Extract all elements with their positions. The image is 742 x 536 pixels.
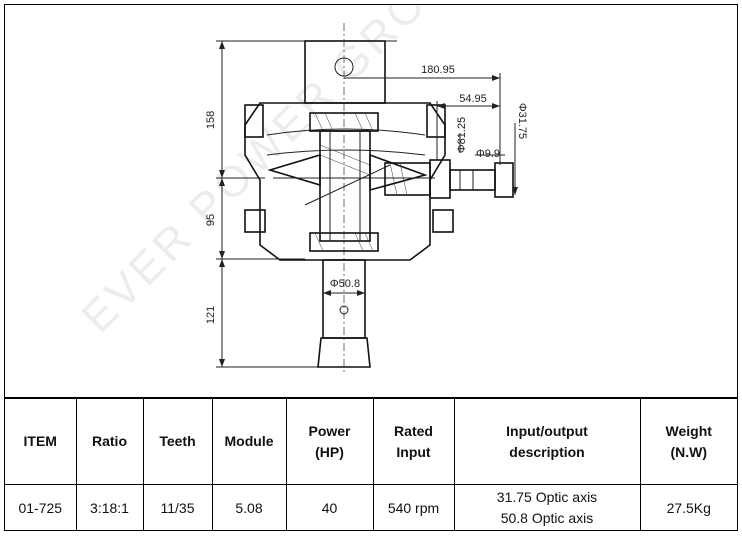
- cell-item: 01-725: [5, 484, 77, 531]
- cell-ratio: 3:18:1: [75, 484, 144, 531]
- header-item: ITEM: [5, 398, 77, 485]
- table-row: 01-725 3:18:1 11/35 5.08 40 540 rpm 31.7…: [5, 484, 737, 531]
- gearbox-drawing: EVER POWER GROUP 158 95 121: [5, 5, 737, 398]
- header-io-line2: description: [509, 443, 585, 460]
- dim-dia9-label: Φ9.9: [476, 148, 500, 160]
- cell-rated-input: 540 rpm: [372, 484, 455, 531]
- spec-table-header-row: ITEM Ratio Teeth Module Power (HP) Rated…: [5, 398, 737, 485]
- dim-dia50-label: Φ50.8: [330, 278, 360, 290]
- cell-power: 40: [285, 484, 374, 531]
- header-ratio: Ratio: [75, 398, 144, 485]
- header-rated-line2: Input: [396, 443, 431, 460]
- header-rated-input: Rated Input: [372, 398, 455, 485]
- header-io-line1: Input/output: [506, 422, 588, 439]
- cell-io-line1: 31.75 Optic axis: [496, 489, 598, 505]
- header-power-line2: (HP): [315, 443, 344, 460]
- dim-95-label: 95: [205, 214, 217, 226]
- dim-dia31-label: Φ31.75: [516, 103, 528, 139]
- spec-sheet-frame: EVER POWER GROUP 158 95 121: [4, 4, 738, 531]
- dim-dia81-label: Φ81.25: [456, 117, 468, 153]
- header-rated-line1: Rated: [394, 422, 433, 439]
- dim-180-label: 180.95: [421, 64, 455, 76]
- header-teeth: Teeth: [142, 398, 213, 485]
- cell-io-description: 31.75 Optic axis 50.8 Optic axis: [453, 484, 641, 531]
- gearbox-drawing-svg: EVER POWER GROUP 158 95 121: [72, 5, 528, 375]
- header-weight-line2: (N.W): [670, 443, 708, 460]
- header-module: Module: [211, 398, 287, 485]
- dim-54-label: 54.95: [459, 93, 487, 105]
- header-weight-line1: Weight: [665, 422, 712, 439]
- header-power: Power (HP): [285, 398, 374, 485]
- cell-io-line2: 50.8 Optic axis: [500, 510, 594, 526]
- cell-module: 5.08: [211, 484, 287, 531]
- header-weight: Weight (N.W): [639, 398, 737, 485]
- header-io-description: Input/output description: [453, 398, 641, 485]
- header-power-line1: Power: [308, 422, 351, 439]
- dim-121-label: 121: [205, 306, 217, 324]
- cell-teeth: 11/35: [142, 484, 213, 531]
- spec-table: ITEM Ratio Teeth Module Power (HP) Rated…: [5, 398, 737, 531]
- cell-weight: 27.5Kg: [639, 484, 737, 531]
- dim-158-label: 158: [205, 111, 217, 129]
